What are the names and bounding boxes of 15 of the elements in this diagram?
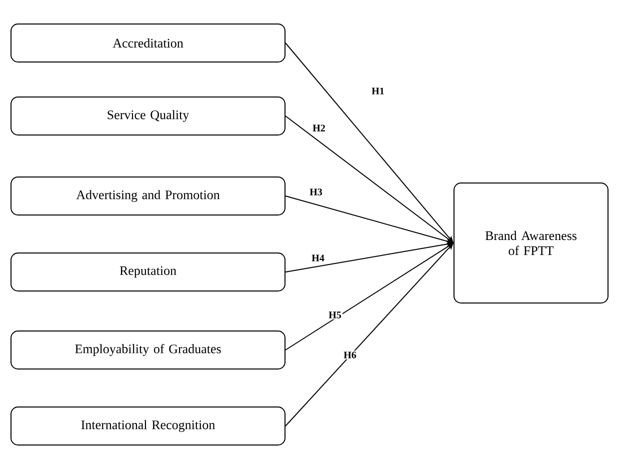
concept-box: Advertising and Promotion: [10, 176, 286, 216]
edge-label: H1: [370, 86, 386, 96]
arrow: [285, 42, 454, 243]
edge-label: H3: [308, 188, 324, 196]
edge-label: H2: [312, 124, 326, 132]
concept-box: Brand Awareness of FPTT: [454, 182, 608, 304]
concept-box: Accreditation: [10, 24, 286, 62]
concept-box: Service Quality: [10, 96, 286, 136]
arrow: [285, 243, 454, 426]
edge-label: H4: [310, 254, 326, 262]
edge-label: H6: [342, 350, 358, 360]
concept-box: Reputation: [10, 252, 286, 292]
edge-label: H5: [328, 310, 342, 320]
concept-box: Employability of Graduates: [10, 330, 286, 370]
concept-box: International Recognition: [10, 406, 286, 446]
